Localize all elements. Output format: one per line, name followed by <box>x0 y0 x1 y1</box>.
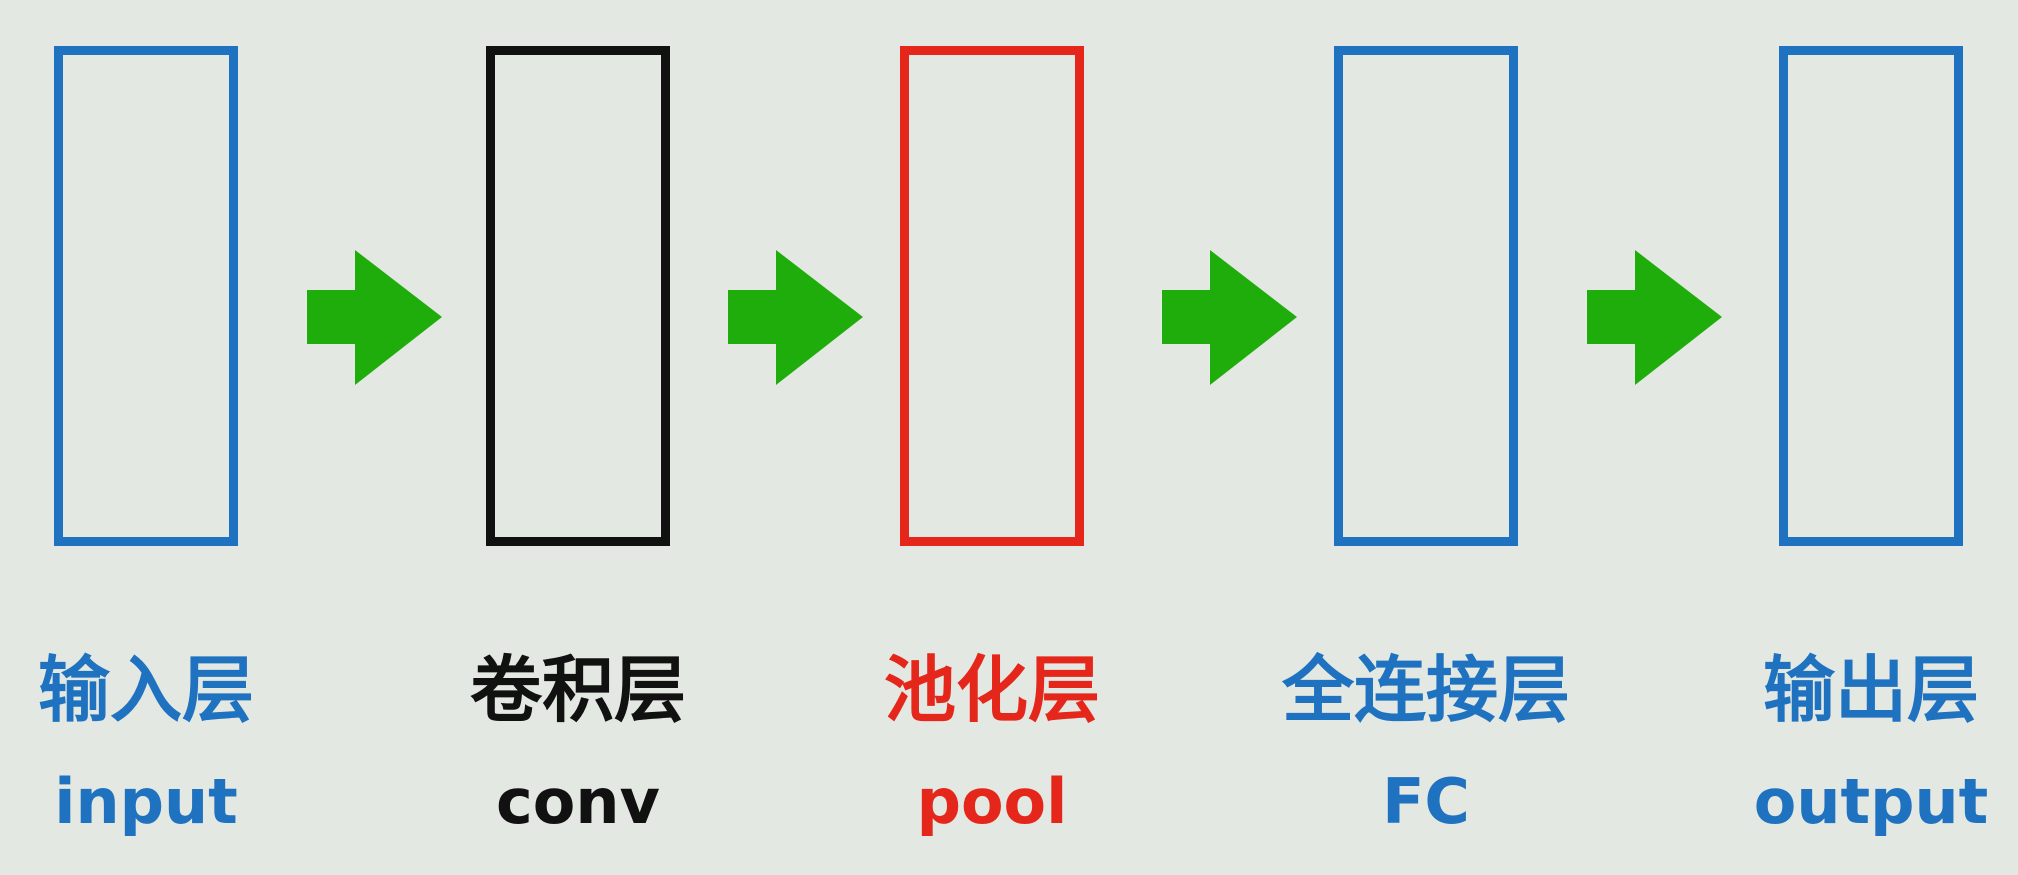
right-arrow-icon <box>307 250 442 385</box>
pool-layer-label-cn: 池化层 <box>883 648 1100 732</box>
pool-layer-box <box>900 46 1084 546</box>
fc-layer-label-en: FC <box>1382 765 1470 838</box>
output-layer-label-cn: 输出层 <box>1762 648 1979 732</box>
input-layer-label-cn: 输入层 <box>37 648 254 732</box>
right-arrow-icon <box>1587 250 1722 385</box>
conv-layer-label-cn: 卷积层 <box>469 648 686 732</box>
output-layer-label-en: output <box>1753 765 1989 838</box>
input-layer-label-en: input <box>54 765 238 838</box>
fc-layer-label-cn: 全连接层 <box>1281 648 1570 732</box>
input-layer-box <box>54 46 238 546</box>
fc-layer-box <box>1334 46 1518 546</box>
right-arrow-icon <box>1162 250 1297 385</box>
conv-layer-label-en: conv <box>496 765 660 838</box>
conv-layer-box <box>486 46 670 546</box>
pool-layer-label-en: pool <box>916 765 1068 838</box>
right-arrow-icon <box>728 250 863 385</box>
output-layer-box <box>1779 46 1963 546</box>
